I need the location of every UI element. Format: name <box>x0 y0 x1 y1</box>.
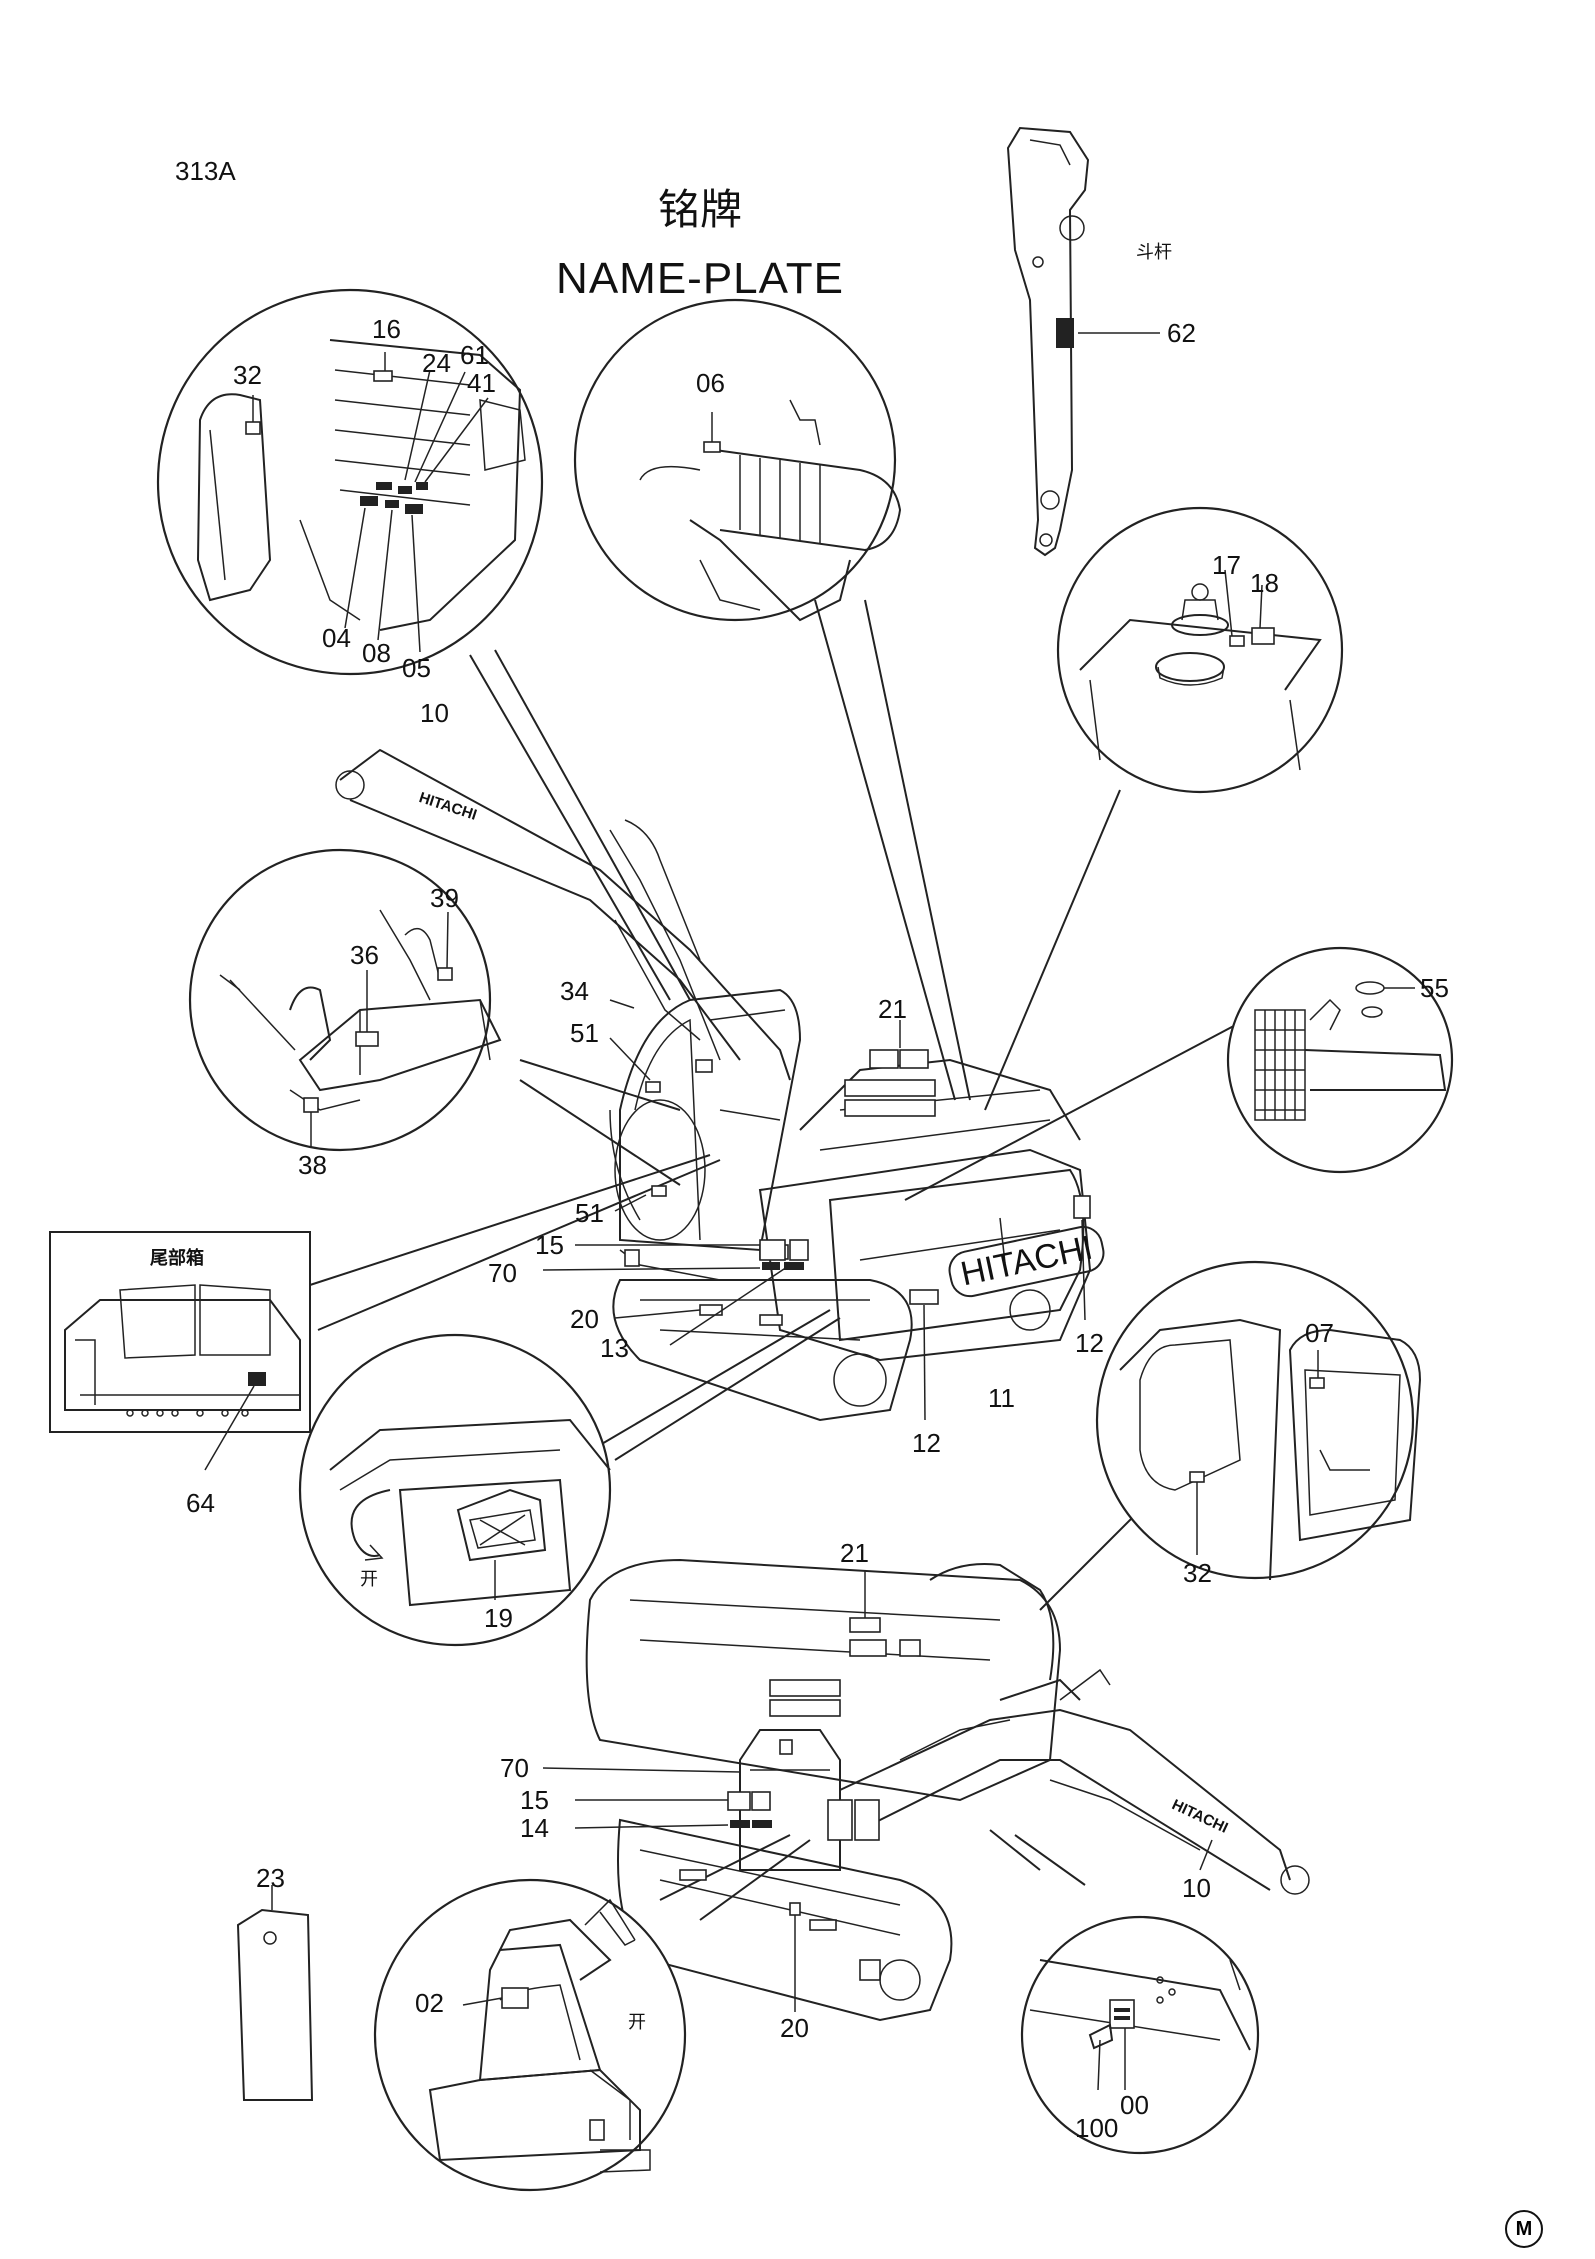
inset-radiator <box>1226 946 1454 1174</box>
callout-00: 00 <box>1120 2090 1149 2120</box>
diagram-ref-code: 313A <box>175 156 236 186</box>
callout-24: 24 <box>422 348 451 378</box>
callout-32: 32 <box>233 360 262 390</box>
callout-38: 38 <box>298 1150 327 1180</box>
inset-control-lever <box>188 848 502 1152</box>
inset-serial-plate <box>1020 1915 1260 2155</box>
callout-34: 34 <box>560 976 589 1006</box>
callout-70-upper: 70 <box>488 1258 517 1288</box>
label-arm: 斗杆 <box>1136 242 1172 263</box>
callout-14: 14 <box>520 1813 549 1843</box>
inset-engine <box>573 298 902 622</box>
callout-17: 17 <box>1212 550 1241 580</box>
inset-filler-cap <box>1056 506 1344 794</box>
inset-cab-entrance <box>373 1878 687 2192</box>
callout-05: 05 <box>402 653 431 683</box>
callout-21-upper: 21 <box>878 994 907 1024</box>
callout-36: 36 <box>350 940 379 970</box>
label-tail-box: 尾部箱 <box>150 1248 204 1269</box>
inset-tail-box <box>49 1231 311 1471</box>
callout-07: 07 <box>1305 1318 1334 1348</box>
callout-32-lower: 32 <box>1183 1558 1212 1588</box>
callout-13: 13 <box>600 1333 629 1363</box>
callout-23: 23 <box>256 1863 285 1893</box>
arm-drawing <box>1006 126 1090 557</box>
callout-08: 08 <box>362 638 391 668</box>
callout-12-right: 12 <box>1075 1328 1104 1358</box>
callout-02: 02 <box>415 1988 444 2018</box>
callout-64: 64 <box>186 1488 215 1518</box>
callout-leaders <box>542 999 1213 1871</box>
inset-lock-latch <box>298 1333 612 1647</box>
callout-11: 11 <box>988 1383 1015 1413</box>
callout-21-lower: 21 <box>840 1538 869 1568</box>
callout-51-lower: 51 <box>575 1198 604 1228</box>
machine-lower <box>585 1558 1310 2022</box>
callout-100: 100 <box>1075 2113 1119 2143</box>
callout-51-upper: 51 <box>570 1018 599 1048</box>
callout-19: 19 <box>484 1603 513 1633</box>
leader-lines <box>309 599 1246 1921</box>
title-chinese: 铭牌 <box>657 185 742 234</box>
label-open-1: 开 <box>360 1569 378 1590</box>
callout-12-bottom: 12 <box>912 1428 941 1458</box>
callout-10-top: 10 <box>420 698 449 728</box>
label-open-2: 开 <box>628 2012 646 2033</box>
machine-main <box>335 748 1092 1422</box>
callout-20-lower: 20 <box>780 2013 809 2043</box>
callout-16: 16 <box>372 314 401 344</box>
tag-23-drawing <box>236 1885 314 2101</box>
callout-18: 18 <box>1250 568 1279 598</box>
callout-06: 06 <box>696 368 725 398</box>
callout-70-lower: 70 <box>500 1753 529 1783</box>
title-english: NAME-PLATE <box>556 254 844 303</box>
callout-10-lower: 10 <box>1182 1873 1211 1903</box>
callout-04: 04 <box>322 623 351 653</box>
manufacturer-logo: M <box>1505 2210 1543 2248</box>
callout-15-lower: 15 <box>520 1785 549 1815</box>
callout-61: 61 <box>460 340 489 370</box>
callout-20-upper: 20 <box>570 1304 599 1334</box>
inset-cab-window <box>1095 1260 1422 1581</box>
callout-62: 62 <box>1167 318 1196 348</box>
inset-cab-panel <box>156 288 544 676</box>
callout-41: 41 <box>467 368 496 398</box>
callout-15-upper: 15 <box>535 1230 564 1260</box>
callout-55: 55 <box>1420 973 1449 1003</box>
callout-39: 39 <box>430 883 459 913</box>
